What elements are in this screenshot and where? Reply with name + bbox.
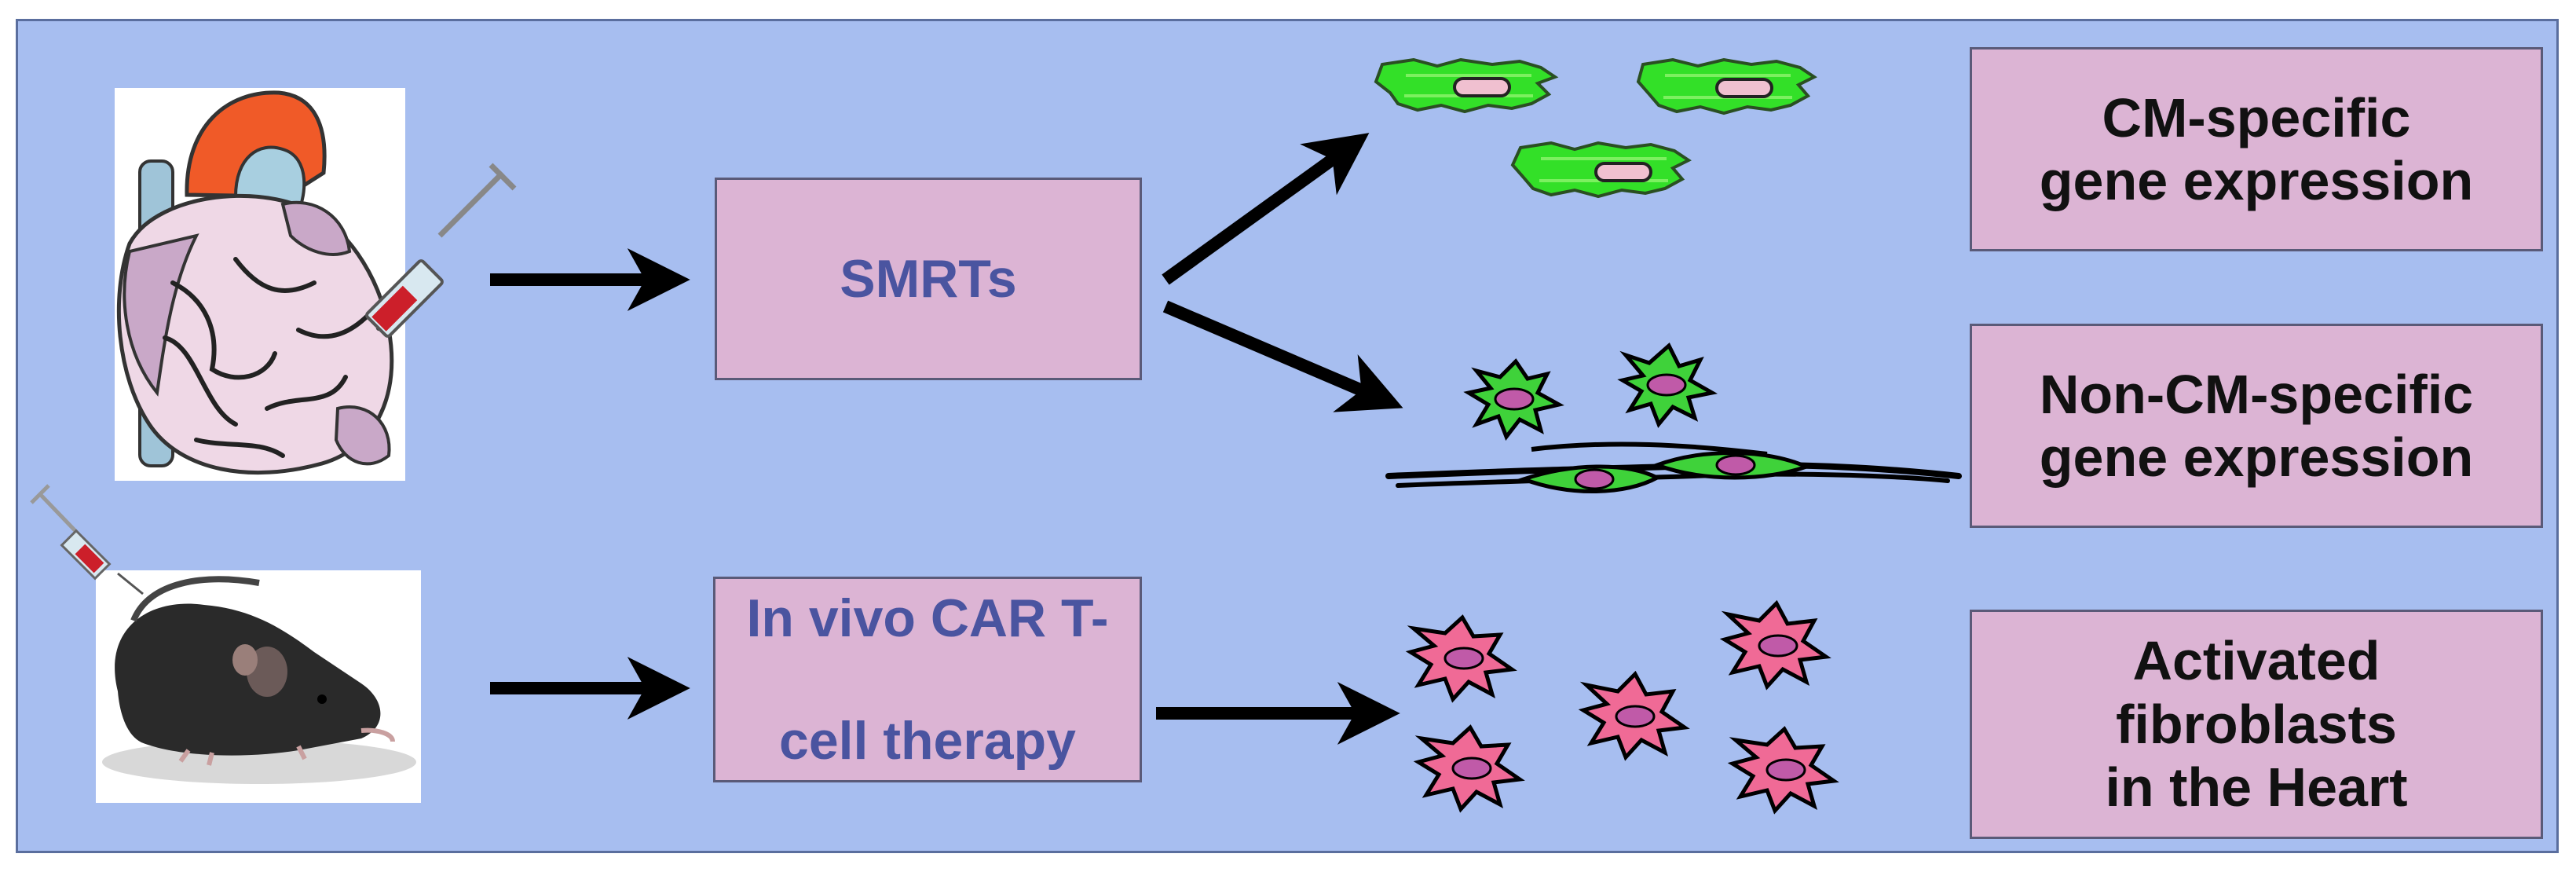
activated-fibroblasts-label: Activated fibroblasts in the Heart [2105, 629, 2407, 819]
non-cm-specific-label: Non-CM-specific gene expression [2040, 363, 2473, 489]
cardiomyocyte-cell [1510, 141, 1692, 199]
non-cm-cells [1385, 342, 1962, 493]
activated-fibroblast [1719, 599, 1831, 691]
cardiomyocyte-cells [1374, 57, 1817, 199]
arrow-smrts-to-non-cm [1162, 300, 1403, 412]
car-t-therapy-label: In vivo CAR T- cell therapy [747, 526, 1109, 834]
activated-fibroblast [1405, 614, 1517, 703]
car-t-line-1: In vivo CAR T- [746, 588, 1109, 648]
heart-icon [116, 90, 394, 475]
mouse-syringe-icon [30, 484, 144, 595]
cm-specific-box: CM-specific gene expression [1970, 47, 2543, 251]
activated-line-2: fibroblasts [2116, 693, 2397, 755]
activated-fibroblast [1578, 670, 1690, 761]
cardiomyocyte-cell [1374, 57, 1559, 114]
car-t-line-2: cell therapy [779, 711, 1076, 771]
star-fibroblast [1617, 342, 1718, 428]
non-cm-specific-box: Non-CM-specific gene expression [1970, 324, 2543, 528]
arrow-smrts-to-cm [1162, 133, 1370, 285]
mouse-icon [102, 576, 416, 784]
cardiomyocyte-cell [1636, 57, 1817, 115]
smrts-box: SMRTs [715, 178, 1142, 380]
non-cm-line-2: gene expression [2039, 427, 2474, 488]
star-fibroblast [1463, 358, 1564, 441]
activated-line-3: in the Heart [2105, 757, 2408, 819]
cm-specific-label: CM-specific gene expression [2040, 86, 2473, 213]
activated-fibroblast-cells [1405, 599, 1839, 815]
non-cm-line-1: Non-CM-specific [2039, 363, 2474, 425]
activated-fibroblast [1727, 726, 1839, 815]
activated-line-1: Activated [2132, 630, 2380, 692]
activated-fibroblast [1413, 724, 1525, 813]
cm-specific-line-1: CM-specific [2102, 86, 2411, 148]
activated-fibroblasts-box: Activated fibroblasts in the Heart [1970, 610, 2543, 839]
syringe-icon [365, 163, 517, 338]
car-t-therapy-box: In vivo CAR T- cell therapy [713, 577, 1142, 782]
smrts-label: SMRTs [840, 248, 1017, 309]
cm-specific-line-2: gene expression [2039, 150, 2474, 211]
